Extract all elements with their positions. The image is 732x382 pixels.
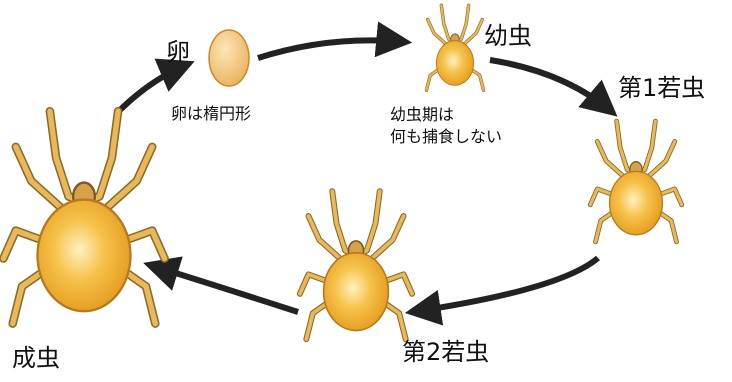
mite-body <box>610 171 663 234</box>
stage-label-larva: 幼虫 <box>484 16 532 51</box>
arrow-egg-to-larva <box>258 40 405 58</box>
mite-body <box>324 253 389 331</box>
arrow-nymph2-to-adult <box>150 265 298 312</box>
note-larva-line2: 何も捕食しない <box>390 126 502 147</box>
stage-label-nymph1: 第1若虫 <box>618 68 705 103</box>
arrow-nymph1-to-nymph2 <box>412 258 598 312</box>
stage-label-nymph2: 第2若虫 <box>402 332 489 367</box>
stage-label-egg: 卵 <box>166 32 190 67</box>
mite-body <box>38 200 131 312</box>
note-egg: 卵は楕円形 <box>171 103 251 124</box>
arrow-larva-to-nymph1 <box>490 60 612 112</box>
adult-mite-icon <box>3 111 164 323</box>
nymph1-mite-icon <box>590 121 682 242</box>
nymph2-mite-icon <box>300 191 412 339</box>
mite-body <box>436 41 473 86</box>
note-larva-line1: 幼虫期は <box>390 104 454 125</box>
egg-icon <box>209 30 249 86</box>
larva-mite-icon <box>426 5 483 90</box>
stage-label-adult: 成虫 <box>12 338 60 373</box>
